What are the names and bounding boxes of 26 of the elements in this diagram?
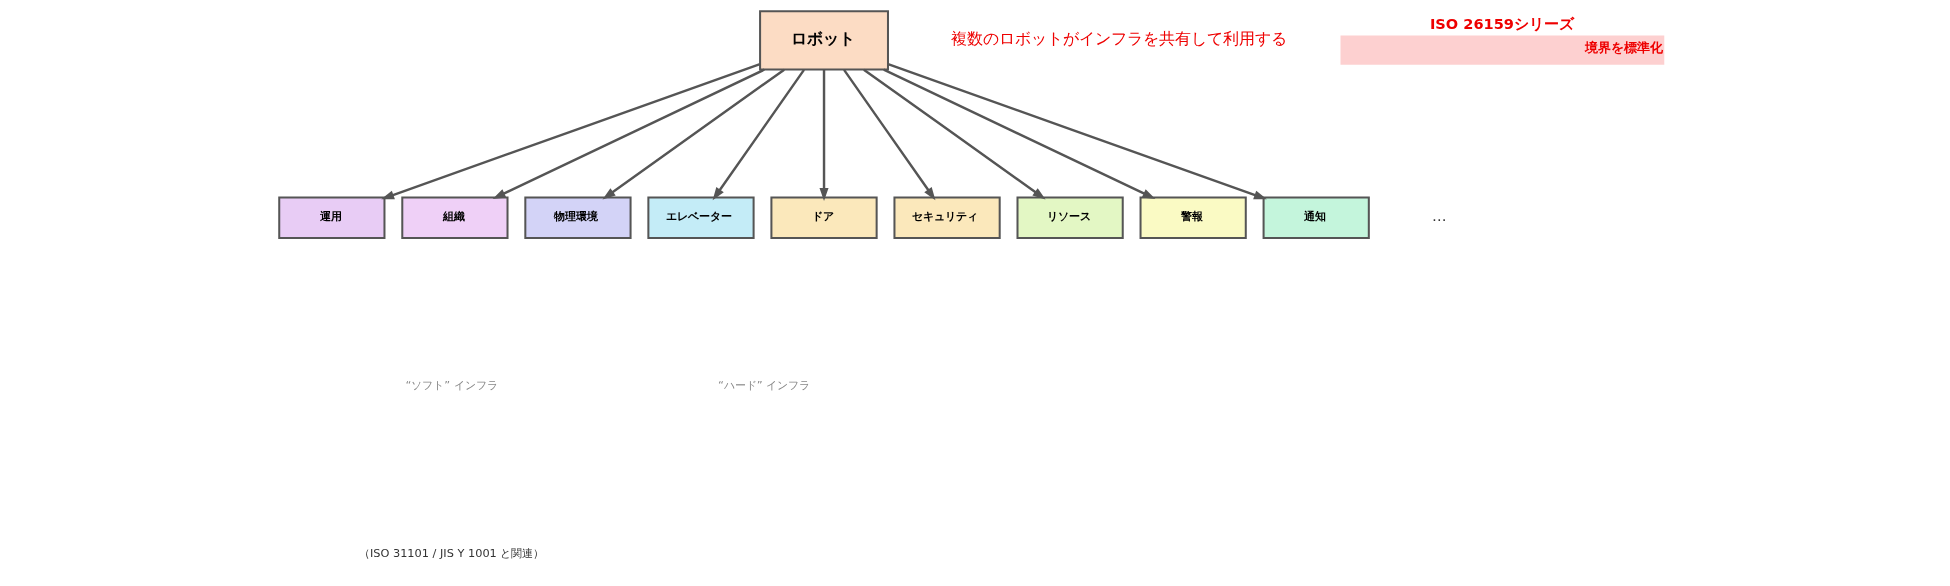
node-box: ドア [770,196,878,239]
arrow [863,68,1046,200]
label: 複数のロボットがインフラを共有して利用する [951,29,1288,49]
label: “ソフト” インフラ [405,378,498,393]
arrow [712,69,805,201]
node-box: 通知 [1262,196,1370,239]
arrow [887,62,1267,200]
node-box: 運用 [278,196,386,239]
node-box: セキュリティ [893,196,1001,239]
node-box: 組織 [401,196,509,239]
node-box: 境界を標準化 [1340,35,1665,65]
arrow [883,68,1156,199]
node-box: 物理環境 [524,196,632,239]
arrow [381,62,761,200]
node-box: エレベーター [647,196,755,239]
label: … [1431,207,1447,225]
arrow [843,69,936,201]
node-label: ISO 26159シリーズ [1429,14,1574,32]
node-box: ロボット [759,10,889,71]
arrow [602,68,785,200]
node-box: リソース [1016,196,1124,239]
label: “ハード” インフラ [717,378,811,393]
node-box: 警報 [1139,196,1247,239]
arrow [492,68,765,199]
label: （ISO 31101 / JIS Y 1001 と関連） [358,546,545,561]
arrow [819,69,829,201]
